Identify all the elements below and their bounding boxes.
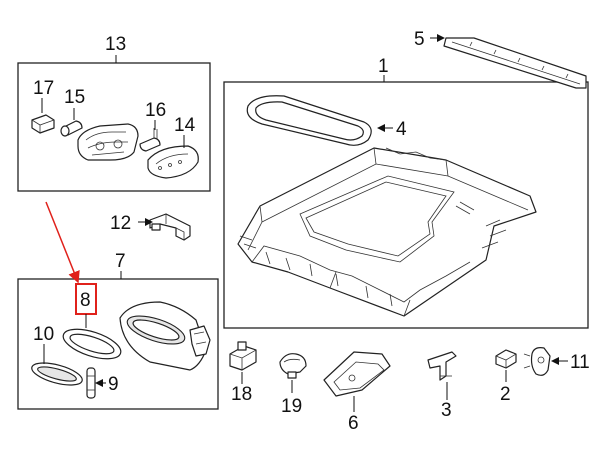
callout-1: 1	[378, 56, 389, 77]
part-10-mirror	[31, 362, 83, 386]
part-2-cap	[495, 349, 517, 369]
callout-12: 12	[110, 213, 131, 234]
callout-9: 9	[108, 374, 119, 395]
callout-10: 10	[33, 324, 54, 345]
part-6-bracket	[323, 351, 391, 397]
callout-6: 6	[348, 413, 359, 434]
part-14-lamp-lens	[147, 145, 199, 179]
part-9-bulb	[86, 367, 96, 399]
callout-5: 5	[414, 29, 425, 50]
callout-18: 18	[231, 384, 252, 405]
part-19-clip	[279, 353, 307, 379]
part-12-bracket	[149, 213, 191, 241]
part-11-clip	[523, 347, 551, 376]
callout-15: 15	[64, 87, 85, 108]
callout-17: 17	[33, 78, 54, 99]
callout-16: 16	[145, 100, 166, 121]
highlight-arrow	[45, 201, 80, 284]
part-15-bulb	[60, 120, 83, 137]
part-18-clip	[229, 341, 257, 371]
part-5-trim-strip	[443, 37, 587, 89]
callout-13: 13	[105, 34, 126, 55]
callout-4: 4	[396, 119, 407, 140]
part-3-clip	[427, 351, 457, 381]
group-box-7	[17, 278, 219, 410]
group-box-1	[223, 81, 589, 329]
part-8-mirror-frame	[62, 328, 122, 360]
callout-14: 14	[174, 115, 196, 136]
part-17-bulb-socket	[31, 114, 55, 134]
callout-11: 11	[570, 352, 590, 373]
part-16-bulb	[139, 128, 161, 152]
group-box-13	[17, 62, 211, 192]
callout-19: 19	[281, 396, 302, 417]
callout-3: 3	[441, 400, 452, 421]
sun-visor	[119, 301, 211, 371]
callout-7: 7	[115, 251, 126, 272]
dome-lamp-housing	[77, 123, 139, 161]
callout-8: 8	[80, 290, 91, 311]
part-1-headliner	[237, 147, 537, 317]
part-4-sunroof-seal	[246, 95, 372, 146]
callout-2: 2	[500, 384, 511, 405]
